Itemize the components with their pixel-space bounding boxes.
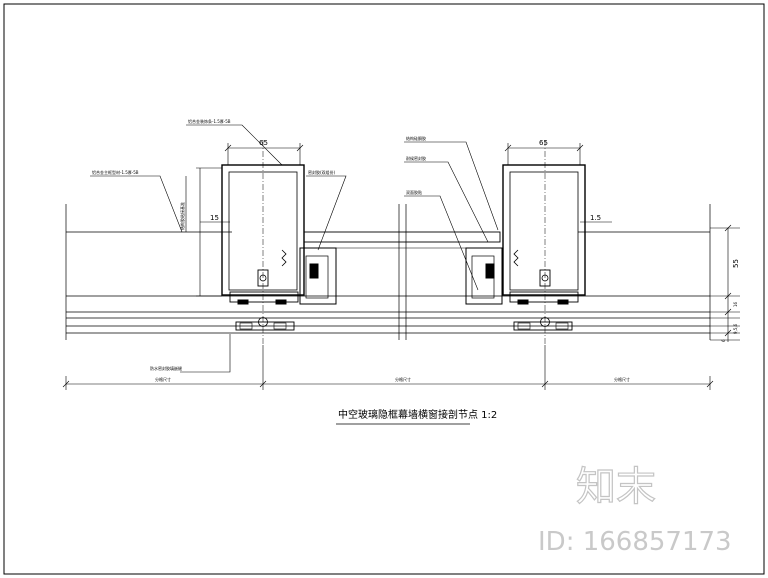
label-bottom-3: 分格尺寸 xyxy=(614,376,630,382)
dim-height-main: 55 xyxy=(732,259,740,268)
bottom-dimension xyxy=(62,345,714,390)
label-left-middle: 结构胶粘接基准 xyxy=(179,202,185,230)
transom-connector xyxy=(281,231,519,305)
label-left-upper: 铝合金主框型材-1.5厚-5B xyxy=(92,169,139,175)
drawing-border xyxy=(3,3,765,575)
label-bottom-1: 分格尺寸 xyxy=(155,376,171,382)
label-left-lower: 防水密封胶填嵌缝 xyxy=(150,365,182,371)
right-mullion-profile xyxy=(502,140,586,345)
left-mullion-profile xyxy=(221,140,305,345)
label-mid-seal: 密封胶(双组份) xyxy=(308,169,336,175)
dim-width-left: 65 xyxy=(259,139,268,147)
leader-lines xyxy=(90,124,499,373)
watermark-id: ID: 166857173 xyxy=(538,527,732,557)
watermark-logo: 知末 xyxy=(576,464,656,510)
dim-width-right: 65 xyxy=(539,139,548,147)
left-vertical-dimension xyxy=(196,167,222,297)
label-right-upper-2: 耐候密封胶 xyxy=(406,155,426,161)
dim-gap-right: 1.5 xyxy=(590,214,601,222)
dim-height-sub: 16 xyxy=(733,301,738,307)
dim-gap-left: 15 xyxy=(210,214,219,222)
drawing-title: 中空玻璃隐框幕墙横窗接剖节点 1:2 xyxy=(338,408,497,421)
label-bottom-2: 分格尺寸 xyxy=(395,376,411,382)
label-right-upper-1: 结构硅酮胶 xyxy=(406,135,426,141)
label-left-top: 铝合金装饰条-1.5厚-5B xyxy=(188,118,231,124)
dim-stack-2: 6 xyxy=(721,339,726,342)
top-dimensions xyxy=(224,143,584,165)
glass-panel-layers xyxy=(65,204,711,340)
right-vertical-dimensions xyxy=(710,224,740,342)
dim-stack-1: 9,5,6 xyxy=(733,323,738,334)
label-right-upper-3: 双面胶贴 xyxy=(406,189,422,195)
